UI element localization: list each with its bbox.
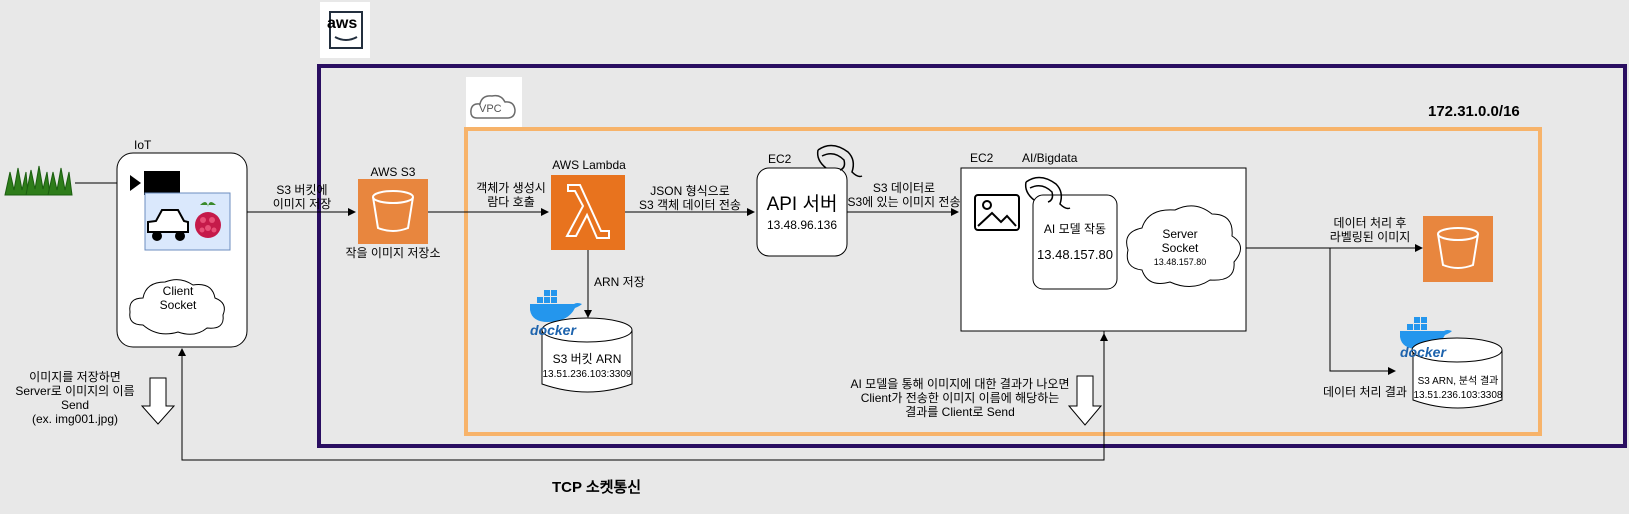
api-server-ip: 13.48.96.136 (766, 218, 838, 232)
server-socket-cloud (1126, 205, 1241, 287)
flask-icon (816, 144, 863, 178)
s3-transfer-label: S3 데이터로 S3에 있는 이미지 전송 (847, 181, 961, 209)
ec2-api-label: EC2 (768, 152, 792, 166)
result-note: AI 모델을 통해 이미지에 대한 결과가 나오면 Client가 전송한 이미… (850, 377, 1070, 419)
result-label: 데이터 처리 결과 (1323, 385, 1407, 399)
flask-icon-2 (1024, 176, 1071, 210)
s3-bucket-icon (358, 179, 428, 244)
db1-address: 13.51.236.103:3309 (542, 369, 632, 380)
cidr-label: 172.31.0.0/16 (1428, 103, 1520, 120)
aws-logo-icon (320, 2, 370, 58)
send-down-arrow-right (1067, 375, 1103, 426)
ai-group-label: AI/Bigdata (1022, 151, 1078, 165)
ai-model-ip: 13.48.157.80 (1037, 247, 1113, 262)
client-socket-cloud (129, 279, 225, 335)
docker-label: docker (530, 322, 576, 338)
s3-arn-database (541, 317, 633, 393)
ai-to-db2-arrow (1329, 248, 1396, 375)
s3-upload-label: S3 버킷에 이미지 저장 (272, 183, 332, 211)
raspberry-pi-icon (195, 201, 221, 238)
ec2-ai-label: EC2 (970, 151, 994, 165)
trigger-label: 객체가 생성시 람다 호출 (476, 181, 546, 209)
docker-label-2: docker (1400, 344, 1446, 360)
s3-title: AWS S3 (370, 165, 416, 179)
vpc-cloud-icon (466, 77, 522, 129)
lambda-title: AWS Lambda (552, 158, 626, 172)
aws-region-box (317, 64, 1627, 448)
camera-icon (130, 171, 180, 195)
ai-model-title: AI 모델 작동 (1043, 222, 1107, 236)
iot-title: IoT (134, 138, 152, 152)
db2-title: S3 ARN, 분석 결과 (1417, 376, 1499, 387)
api-server-title: API 서버 (766, 194, 838, 215)
server-socket-label: Server Socket (1161, 227, 1199, 255)
db2-address: 13.51.236.103:3308 (1413, 390, 1503, 401)
client-socket-label: Client Socket (159, 284, 197, 312)
analysis-result-database (1411, 337, 1503, 409)
docker-icon (530, 290, 582, 322)
car-icon (147, 209, 189, 241)
vpc-box (464, 127, 1542, 436)
lambda-icon (551, 175, 625, 250)
server-socket-ip: 13.48.157.80 (1153, 257, 1207, 267)
aws-logo-text: aws (327, 15, 358, 32)
tcp-label: TCP 소켓통신 (552, 479, 642, 496)
labeled-image-label: 데이터 처리 후 라벨링된 이미지 (1329, 216, 1411, 244)
send-down-arrow-left (140, 377, 176, 425)
json-label: JSON 형식으로 S3 객체 데이터 전송 (639, 184, 741, 212)
image-icon (974, 194, 1020, 231)
iot-send-note: 이미지를 저장하면 Server로 이미지의 이름 Send (ex. img0… (15, 370, 135, 426)
arn-save-label: ARN 저장 (594, 275, 645, 289)
s3-caption: 작을 이미지 저장소 (345, 246, 441, 260)
ai-model-box (1032, 194, 1118, 290)
vpc-label: VPC (479, 103, 502, 115)
labeled-s3-bucket-icon (1423, 216, 1493, 282)
grass-icon (4, 165, 73, 196)
docker-icon-2 (1400, 317, 1452, 349)
db1-title: S3 버킷 ARN (552, 352, 622, 366)
